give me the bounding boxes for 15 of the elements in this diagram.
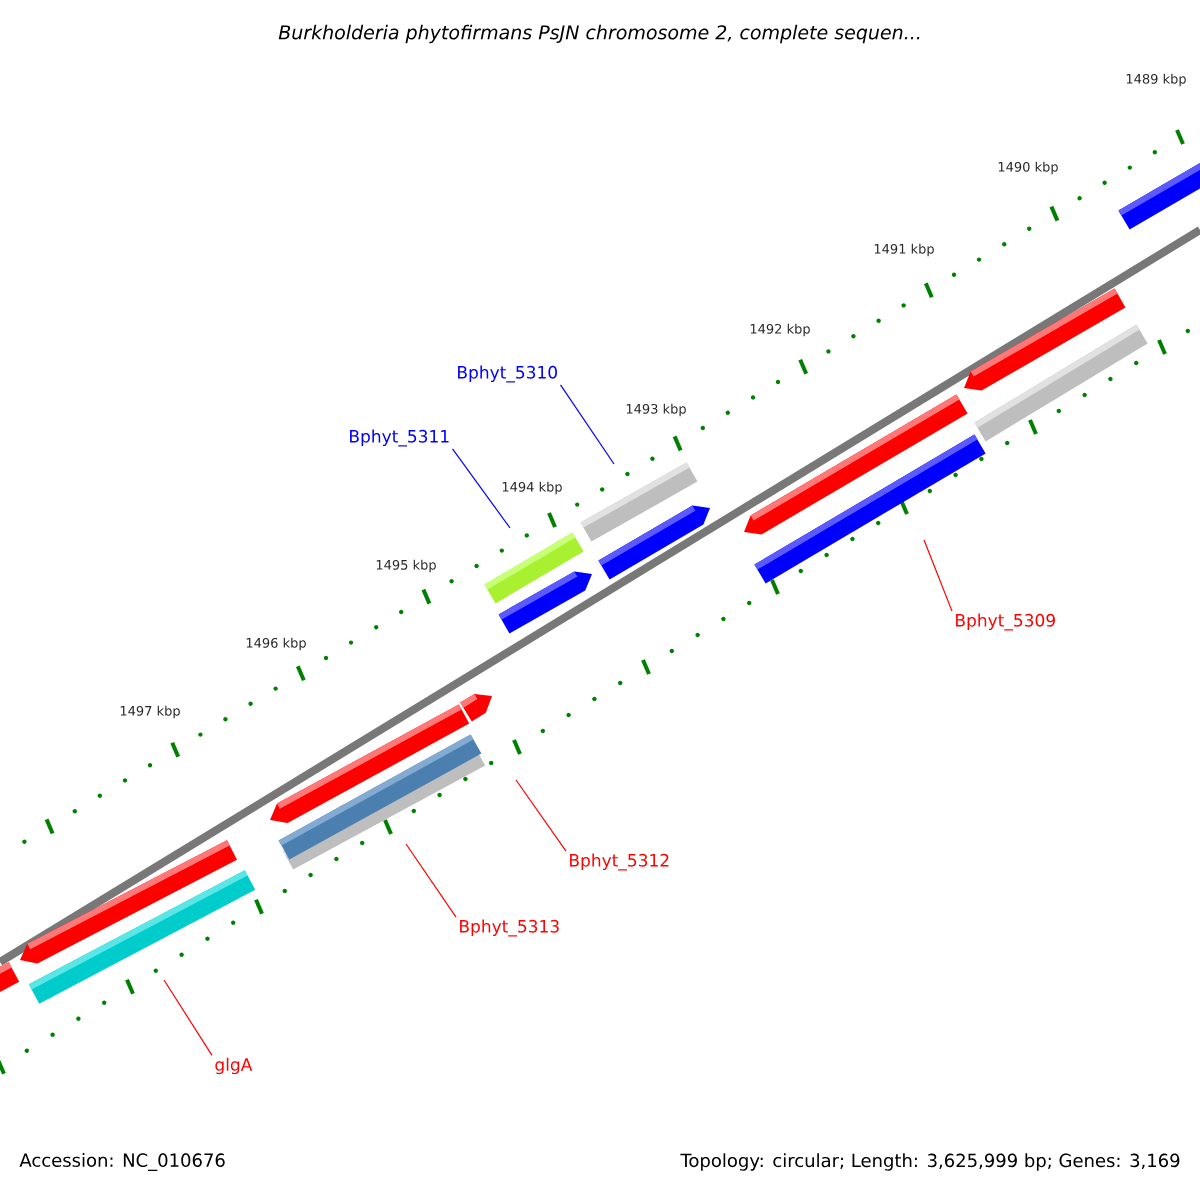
- leader-line: [405, 843, 457, 918]
- leader-line: [559, 384, 615, 465]
- leader-line: [515, 779, 567, 852]
- gene-label: Bphyt_5310: [458, 365, 557, 383]
- leader-line: [163, 979, 213, 1056]
- leader-line: [451, 448, 511, 529]
- leader-line: [923, 539, 953, 612]
- title: Burkholderia phytofirmans PsJN chromosome 2, complete sequen...: [278, 24, 920, 44]
- gene-label: Bphyt_5313: [460, 919, 559, 937]
- gene-label: Bphyt_5311: [350, 429, 449, 447]
- gene-label: glgA: [215, 1057, 253, 1075]
- footer-text: Topology: circular; Length: 3,625,999 bp; Genes: 3,169: [680, 1153, 1180, 1171]
- gene-label: Bphyt_5312: [570, 853, 669, 871]
- footer-text: Accession: NC_010676: [19, 1153, 225, 1171]
- gene-label: Bphyt_5309: [956, 613, 1055, 631]
